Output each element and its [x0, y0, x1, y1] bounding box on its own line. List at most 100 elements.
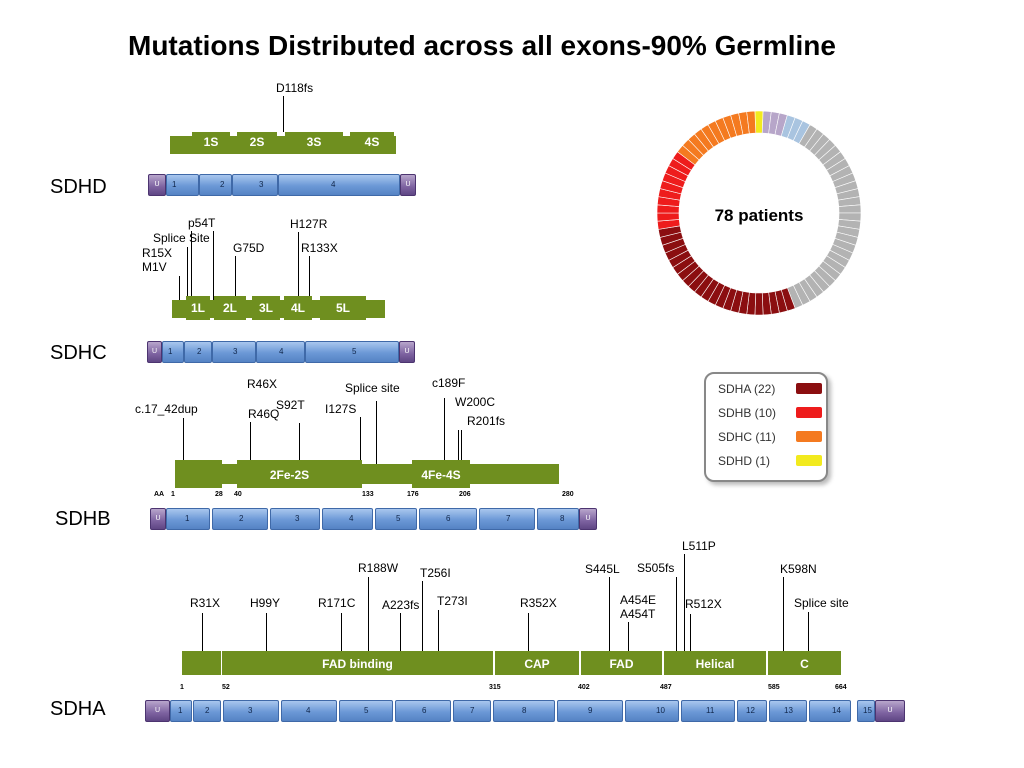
utr-block: U	[145, 700, 170, 722]
exon-block: 1	[166, 174, 199, 196]
gene-label-sdha: SDHA	[50, 698, 106, 720]
domain-block	[252, 296, 280, 320]
mutation-label: c.17_42dup	[135, 402, 198, 416]
aa-tick-label: 52	[222, 684, 230, 691]
exon-block: 3	[232, 174, 278, 196]
domain-label: Helical	[695, 657, 735, 671]
mutation-label: S92T	[276, 398, 305, 412]
mutation-tick	[628, 622, 629, 651]
exon-block: 8	[493, 700, 555, 722]
domain-label: 2Fe-2S	[269, 468, 310, 482]
domain-label: FAD	[609, 657, 634, 671]
mutation-tick	[528, 613, 529, 651]
mutation-label: R352X	[520, 596, 557, 610]
exon-block: 15	[857, 700, 875, 722]
exon-block: 6	[395, 700, 451, 722]
aa-tick-label: 315	[489, 684, 501, 691]
utr-block: U	[875, 700, 905, 722]
mutation-tick	[360, 417, 361, 460]
mutation-label: L511P	[682, 539, 716, 553]
exon-block: 9	[557, 700, 623, 722]
donut-segment-sdhc	[746, 110, 757, 134]
domain-block	[237, 460, 362, 488]
mutation-tick	[444, 398, 445, 460]
domain-label: 4Fe-4S	[421, 468, 461, 482]
exon-block: 7	[479, 508, 535, 530]
mutation-tick	[400, 613, 401, 651]
domain-block	[214, 296, 246, 320]
exon-block: 13	[769, 700, 807, 722]
domain-block	[285, 132, 343, 154]
domain-block	[412, 460, 470, 488]
mutation-tick	[213, 231, 214, 300]
exon-block: 2	[193, 700, 221, 722]
donut-segment-other-gray	[838, 204, 862, 214]
mutation-label: p54T	[188, 216, 216, 230]
domain-block	[182, 651, 221, 675]
exon-block: 4	[256, 341, 305, 363]
legend-item: SDHC (11)	[718, 430, 822, 444]
patients-donut	[656, 110, 862, 316]
mutation-tick	[368, 577, 369, 651]
mutation-label: R171C	[318, 596, 356, 610]
mutation-label: A454E	[620, 593, 657, 607]
exon-block: 4	[278, 174, 400, 196]
legend-item: SDHD (1)	[718, 454, 822, 468]
mutation-tick	[684, 554, 685, 651]
mutation-label: R15X	[142, 246, 173, 260]
domain-label: 1S	[203, 135, 219, 149]
mutation-label: T273I	[437, 594, 468, 608]
domain-block	[581, 651, 662, 675]
mutation-tick	[341, 613, 342, 651]
exon-block: 3	[270, 508, 320, 530]
mutation-tick	[783, 577, 784, 651]
sdhb-protein-bar	[175, 464, 559, 484]
legend-label: SDHD (1)	[718, 454, 771, 468]
exon-block: 3	[212, 341, 256, 363]
mutation-label: R46X	[247, 377, 278, 391]
mutation-label: R133X	[301, 241, 338, 255]
mutation-label: c189F	[432, 376, 466, 390]
domain-block	[237, 132, 277, 154]
exon-block: 11	[681, 700, 735, 722]
aa-tick-label: 40	[234, 491, 242, 498]
mutation-label: T256I	[420, 566, 451, 580]
mutation-tick	[299, 423, 300, 460]
domain-label: 1L	[190, 301, 205, 315]
utr-block: U	[150, 508, 166, 530]
mutation-tick	[422, 581, 423, 651]
donut-center-label: 78 patients	[714, 206, 804, 225]
mutation-tick	[438, 610, 439, 651]
legend-swatch	[796, 431, 822, 442]
exon-block: 14	[809, 700, 851, 722]
exon-block: 5	[305, 341, 399, 363]
aa-tick-label: 1	[180, 684, 184, 691]
mutation-tick	[202, 613, 203, 651]
domain-block	[186, 296, 210, 320]
legend-label: SDHC (11)	[718, 430, 776, 444]
utr-block: U	[400, 174, 416, 196]
gene-label-sdhd: SDHD	[50, 176, 107, 198]
mutation-tick	[179, 276, 180, 300]
domain-block	[495, 651, 579, 675]
domain-block	[664, 651, 766, 675]
gene-label-sdhb: SDHB	[55, 508, 111, 530]
legend-item: SDHB (10)	[718, 406, 822, 420]
exon-block: 1	[166, 508, 210, 530]
mutation-tick	[298, 232, 299, 300]
domain-label: 3S	[306, 135, 322, 149]
mutation-tick	[235, 256, 236, 300]
aa-tick-label: 1	[171, 491, 175, 498]
utr-block: U	[148, 174, 166, 196]
mutation-label: G75D	[233, 241, 265, 255]
mutation-label: S445L	[585, 562, 620, 576]
mutation-label: H127R	[290, 217, 328, 231]
mutation-label: S505fs	[637, 561, 675, 575]
mutation-tick	[250, 422, 251, 460]
domain-label: 2L	[222, 301, 237, 315]
legend-label: SDHB (10)	[718, 406, 777, 420]
mutation-label: K598N	[780, 562, 817, 576]
aa-tick-label: 176	[407, 491, 419, 498]
mutation-label: W200C	[455, 395, 496, 409]
domain-label: CAP	[524, 657, 550, 671]
